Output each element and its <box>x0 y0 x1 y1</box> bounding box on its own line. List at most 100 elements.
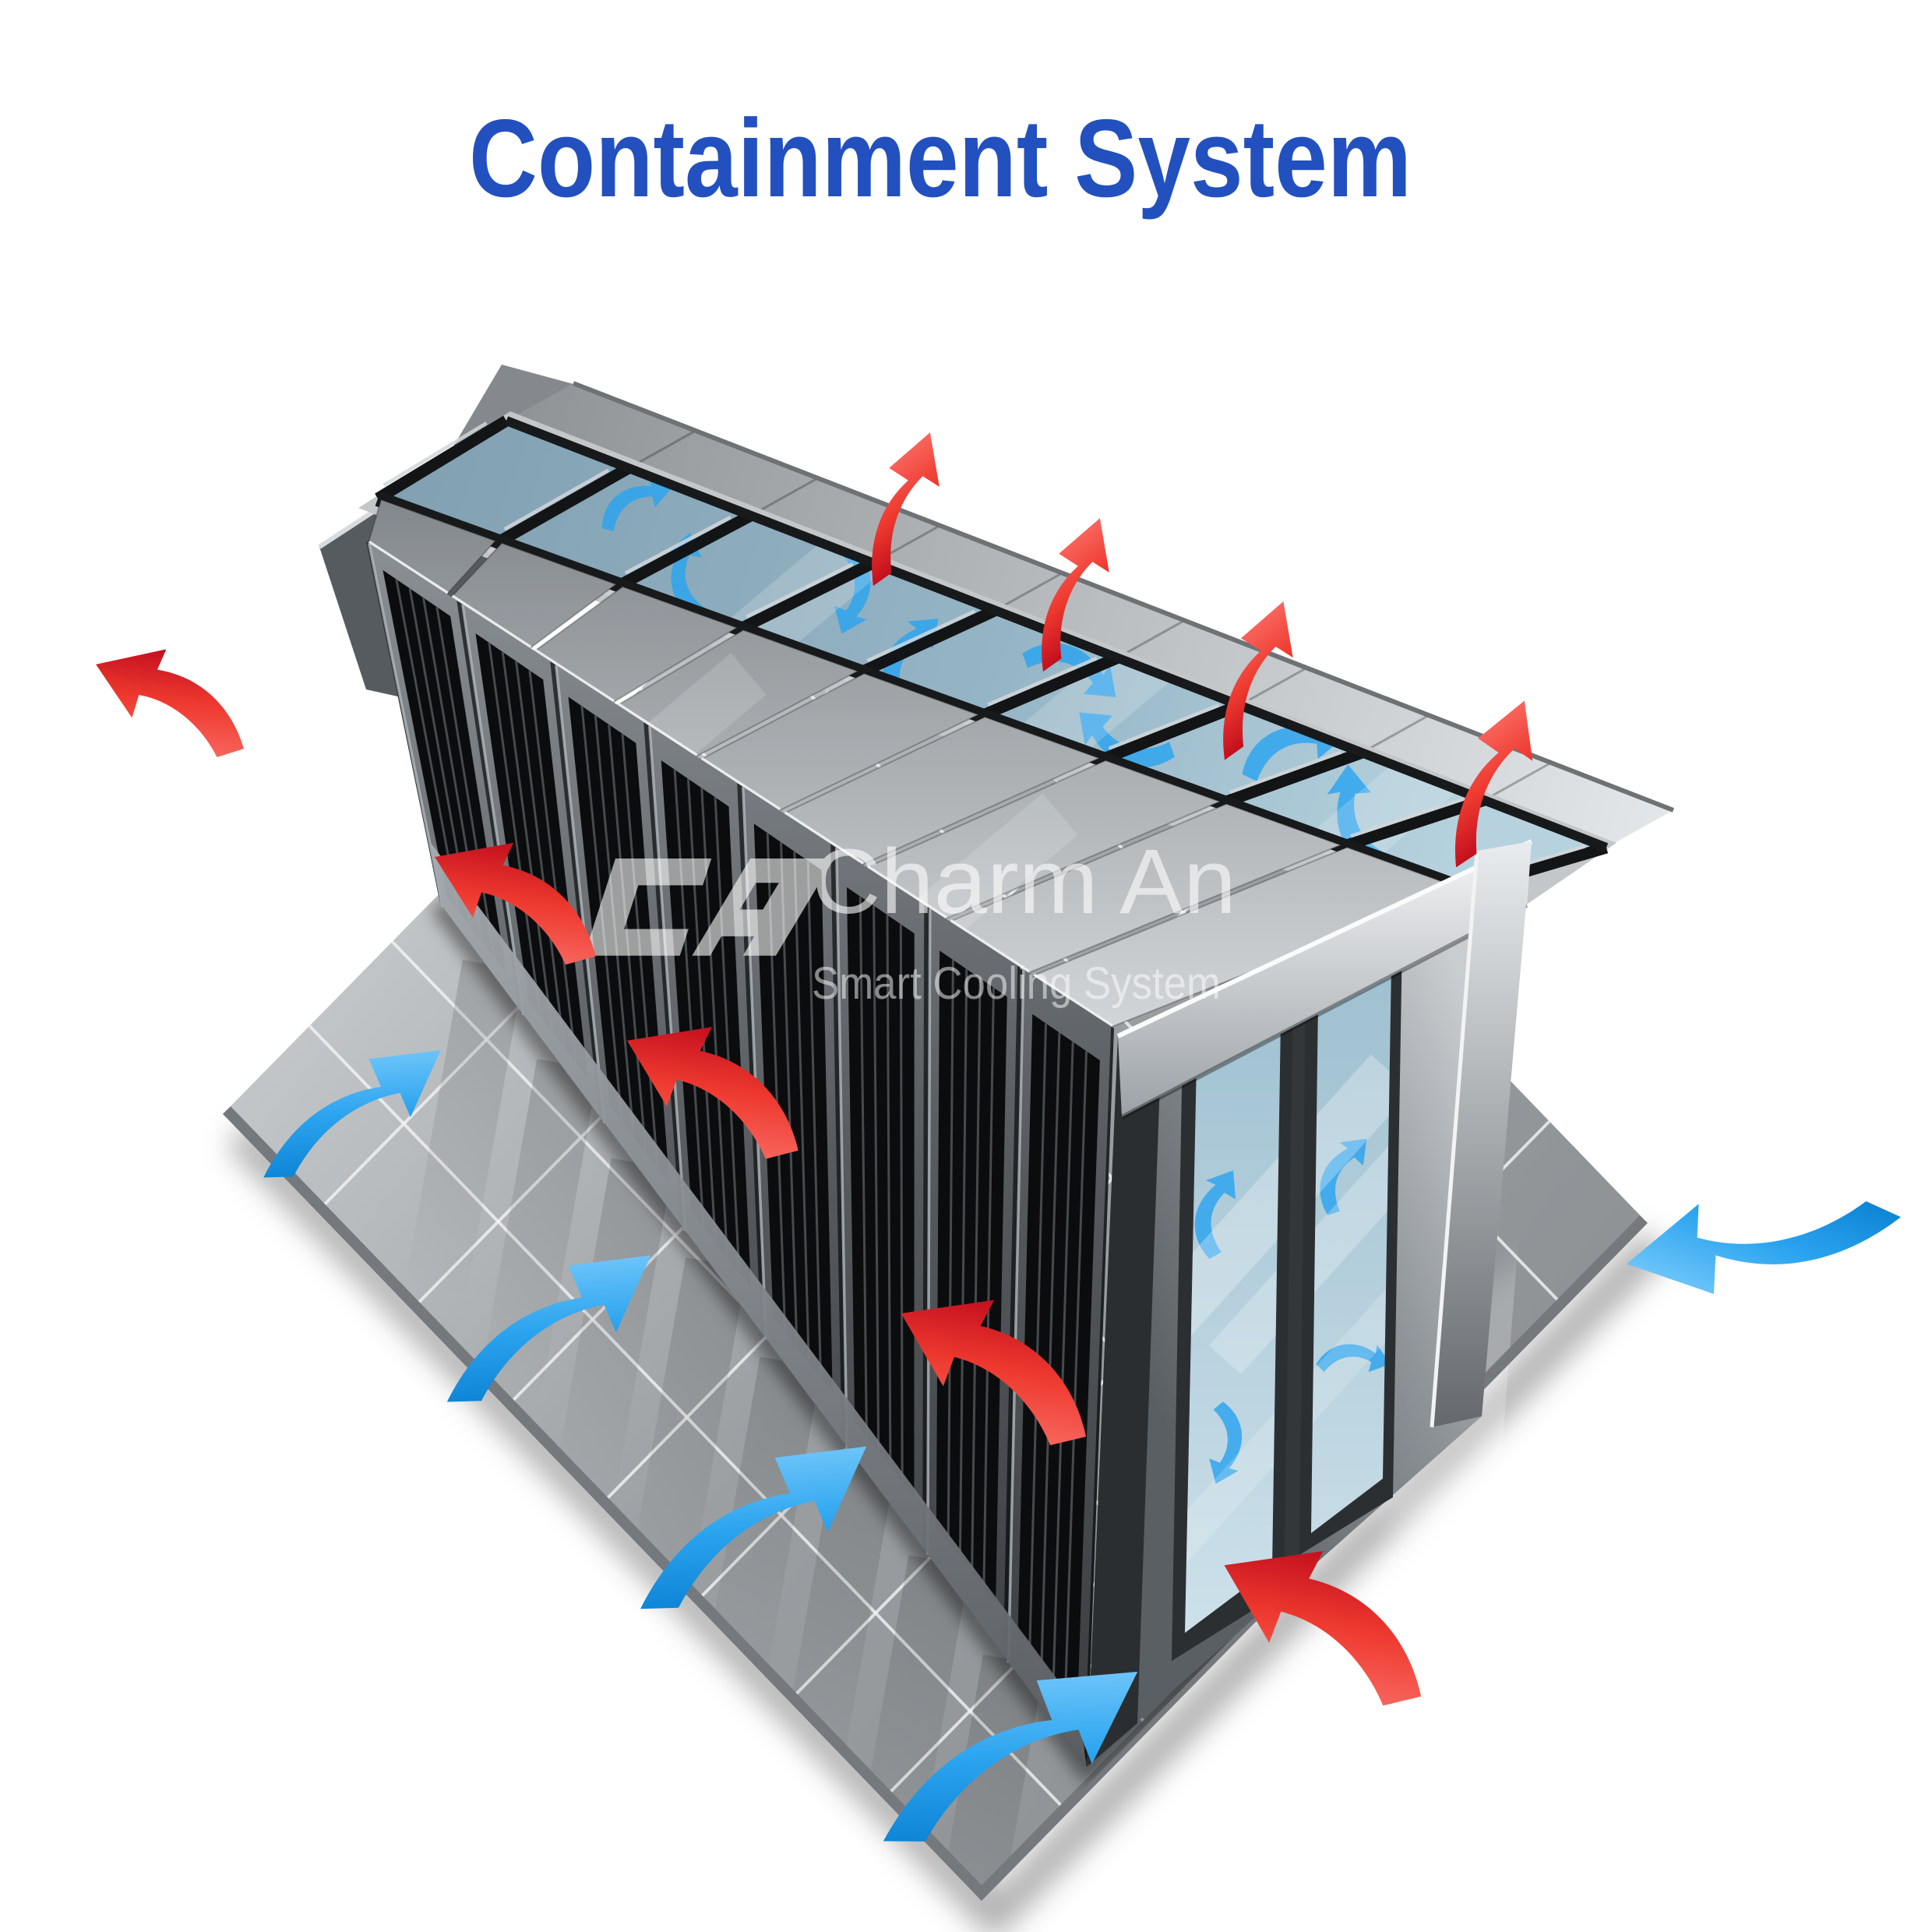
watermark-tagline: Smart Cooling System <box>812 958 1221 1009</box>
roof-cross-bar <box>979 652 1120 721</box>
hot-air-exhaust-arrows-side <box>96 649 1422 1706</box>
circulating-air-swirl-icon <box>1079 712 1175 768</box>
far-roof-band <box>506 383 1673 848</box>
hot-air-exhaust-arrows-top <box>872 432 1533 868</box>
cold-air-arrow-icon <box>446 1255 651 1402</box>
rack-top-panel <box>948 802 1343 974</box>
far-band-seam <box>750 477 819 517</box>
cold-air-intake-arrow-right <box>1626 1200 1902 1295</box>
circulating-air-swirl-icon <box>1316 1344 1391 1373</box>
cabinet-vent-slat <box>1052 1042 1074 1678</box>
far-band-seam <box>1116 619 1186 659</box>
circulating-air-swirl-icon <box>601 477 672 532</box>
cold-air-arrow-icon <box>883 1671 1138 1842</box>
door-airflow-swirls <box>1194 1138 1391 1484</box>
cabinet-vent-slat <box>971 978 982 1573</box>
cabinet-perforated-door <box>936 950 1007 1603</box>
cabinet-vent-slat <box>435 606 496 958</box>
cabinet-vent-slat <box>1064 1051 1088 1694</box>
right-door-glass <box>1311 966 1391 1533</box>
cabinet-vent-slat <box>793 851 810 1363</box>
roof-bar-highlight <box>1350 797 1464 838</box>
cabinet-vent-slat <box>488 642 542 1017</box>
cold-air-arrow-icon <box>640 1446 867 1609</box>
cabinet-vent-slat <box>515 661 566 1048</box>
door-right-pillar <box>1432 841 1532 1427</box>
door-top-beam <box>1118 841 1532 1117</box>
cabinet-vent-slat <box>686 778 717 1243</box>
door-corner-pillar <box>1087 1014 1162 1767</box>
cabinet-edge-highlight <box>368 543 445 908</box>
cabinet-perforated-door <box>847 887 915 1498</box>
cabinet-edge-highlight <box>926 908 932 1555</box>
roof-bar-highlight <box>503 468 610 531</box>
roof-cross-bar <box>737 557 876 635</box>
door-beam-shadow-line <box>1120 903 1528 1119</box>
cabinet-edge-highlight <box>1007 969 1025 1662</box>
cabinet-vent-slat <box>501 651 554 1032</box>
rack-top-panels <box>366 499 1464 1030</box>
sky-background <box>0 0 1932 835</box>
cabinet-edge-highlight <box>461 604 525 1016</box>
cabinet-perforated-door <box>1017 1014 1100 1708</box>
hot-air-arrow-icon <box>1224 1551 1422 1706</box>
cabinet-vent-slat <box>1040 1032 1061 1662</box>
rack-base-plinth <box>431 843 1087 1767</box>
rack-top-panel <box>616 629 860 758</box>
roof-cross-bar <box>616 510 754 591</box>
hot-air-arrow-icon <box>872 432 940 587</box>
cabinet-vent-slat <box>947 960 954 1542</box>
cabinet-vent-slat <box>958 969 968 1558</box>
left-door-glass <box>1185 1019 1281 1633</box>
circulating-air-swirl-icon <box>1194 1170 1236 1259</box>
roof-bar-highlight <box>866 609 976 663</box>
hot-air-arrow-icon <box>901 1299 1087 1446</box>
roof-cross-bar <box>1100 700 1243 765</box>
circulating-air-swirl-icon <box>1327 764 1394 873</box>
rack-reflection <box>552 1158 673 1500</box>
cabinet-vent-slat <box>858 896 868 1437</box>
roof-cross-bar <box>1221 747 1364 809</box>
far-band-seam <box>994 572 1063 612</box>
cabinet-vent-slat <box>886 915 892 1468</box>
hot-air-arrow-icon <box>435 842 596 965</box>
cabinet-edge-highlight <box>648 725 687 1232</box>
roof-bar-highlight <box>987 656 1098 707</box>
rack-top-panel <box>699 672 981 812</box>
roof-cross-bar <box>495 463 632 548</box>
rack-reflection <box>404 959 524 1301</box>
roof-cross-bar <box>375 415 509 504</box>
cabinet-perforated-door <box>661 760 751 1289</box>
cabinet-vent-slat <box>873 905 880 1453</box>
cold-air-arrow-icon <box>1626 1200 1902 1295</box>
roof-cross-bar <box>858 605 998 678</box>
cabinet-edge-highlight <box>835 848 848 1447</box>
rack-reflection <box>627 1257 747 1599</box>
roof-bar-highlight <box>746 562 854 619</box>
watermark-brand: Charm An <box>812 830 1236 933</box>
roof-cross-bar <box>1341 794 1486 852</box>
cold-air-intake-arrows-bottom <box>263 1050 1138 1842</box>
cold-air-arrow-icon <box>263 1050 441 1178</box>
cabinet-vent-slat <box>714 797 741 1273</box>
cabinet-vent-slat <box>528 670 577 1063</box>
cabinet-vent-slat <box>1028 1023 1048 1648</box>
hot-air-arrow-icon <box>96 649 244 757</box>
hot-air-arrow-icon <box>1455 700 1533 868</box>
far-band-seam <box>1361 714 1430 754</box>
page-title: Containment System <box>469 97 1412 220</box>
hot-air-arrow-icon <box>626 1027 799 1159</box>
cabinet-vent-slat <box>806 860 822 1378</box>
roof-bar-highlight <box>1108 703 1220 750</box>
door-beam-highlight <box>1116 839 1533 1038</box>
containment-door-end <box>1087 839 1533 1767</box>
pillar-edge-highlight <box>1430 850 1479 1428</box>
roof-bar-highlight <box>624 515 732 575</box>
watermark: Charm An Smart Cooling System <box>583 830 1236 1009</box>
hot-air-arrow-icon <box>1223 601 1293 760</box>
roof-bar-highlight <box>383 421 488 487</box>
far-band-seam <box>1483 761 1552 802</box>
cabinet-edge-highlight <box>555 665 606 1123</box>
circulating-air-swirl-icon <box>1320 1138 1367 1215</box>
